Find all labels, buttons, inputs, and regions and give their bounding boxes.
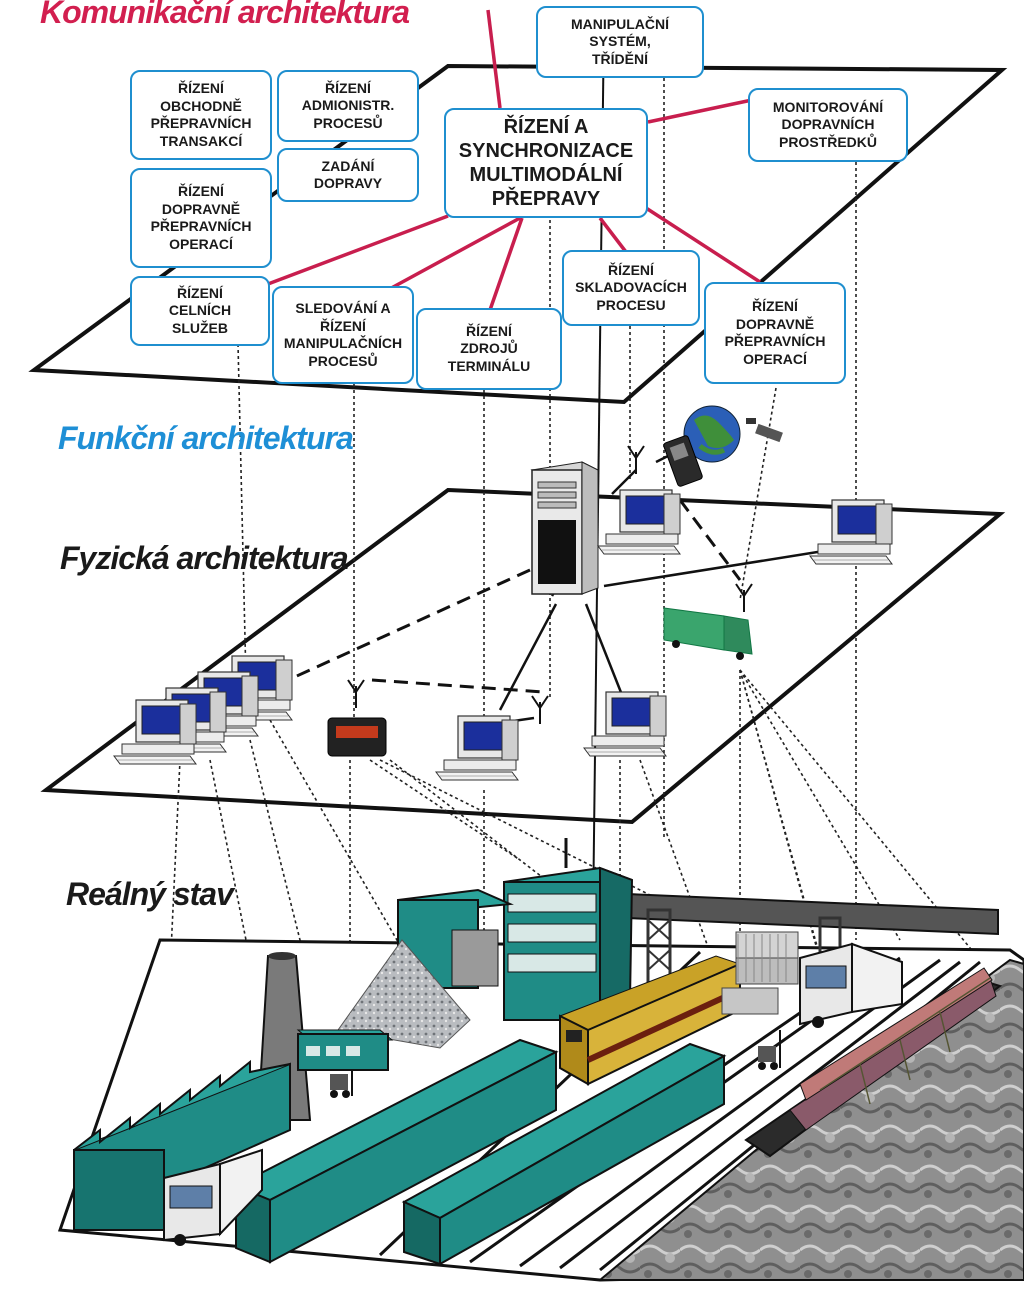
long-shed-1 [233, 1038, 559, 1264]
satellite-icon [746, 418, 783, 443]
box-terminal-resources: ŘÍZENÍ ZDROJŮ TERMINÁLU [416, 308, 562, 390]
computer-terminal-icon [809, 499, 893, 565]
antenna-icon [735, 583, 753, 613]
title-functional-architecture: Funkční architektura [58, 420, 354, 456]
box-commercial-transactions: ŘÍZENÍ OBCHODNĚ PŘEPRAVNÍCH TRANSAKCÍ [130, 70, 272, 160]
box-administrative-processes: ŘÍZENÍ ADMIONISTR. PROCESŮ [277, 70, 419, 142]
box-storage-processes: ŘÍZENÍ SKLADOVACÍCH PROCESU [562, 250, 700, 326]
box-transport-operations-left: ŘÍZENÍ DOPRAVNĚ PŘEPRAVNÍCH OPERACÍ [130, 168, 272, 268]
communication-plane [28, 63, 1008, 405]
wireless-links [287, 499, 742, 694]
container-stack [721, 931, 799, 1015]
pager-icon [327, 717, 387, 757]
site-office [296, 1029, 394, 1071]
box-transport-operations-right: ŘÍZENÍ DOPRAVNĚ PŘEPRAVNÍCH OPERACÍ [704, 282, 846, 384]
locomotive-icon [558, 955, 742, 1086]
communication-links [267, 9, 761, 311]
truck-icon [163, 1148, 263, 1246]
mobile-phone-icon [663, 435, 703, 487]
title-real-state: Reálný stav [66, 876, 234, 912]
forklift-icon [758, 1030, 781, 1070]
title-communication-architecture: Komunikační architektura [40, 0, 410, 30]
box-multimodal-synchronization: ŘÍZENÍ A SYNCHRONIZACE MULTIMODÁLNÍ PŘEP… [444, 108, 648, 218]
box-manipulation-system: MANIPULAČNÍ SYSTÉM, TŘÍDĚNÍ [536, 6, 704, 78]
computer-terminal-icon [435, 715, 519, 781]
antenna-icon [531, 695, 549, 725]
globe-icon [683, 405, 741, 463]
box-customs-services: ŘÍZENÍ CELNÍCH SLUŽEB [130, 276, 270, 346]
server-icon [530, 461, 600, 595]
long-shed-2 [401, 1042, 727, 1266]
title-physical-architecture: Fyzická architektura [60, 540, 349, 576]
box-transport-assignment: ZADÁNÍ DOPRAVY [277, 148, 419, 202]
forklift-icon [330, 1070, 353, 1098]
container-barge-icon [744, 967, 1003, 1158]
control-building [503, 838, 634, 1022]
antenna-icon [347, 679, 365, 709]
gravel-pile-icon [337, 939, 471, 1049]
computer-terminal-icon [597, 489, 681, 555]
truck-icon [663, 607, 753, 660]
truck-icon [799, 942, 903, 1028]
box-handling-tracking: SLEDOVÁNÍ A ŘÍZENÍ MANIPULAČNÍCH PROCESŮ [272, 286, 414, 384]
box-vehicle-monitoring: MONITOROVÁNÍ DOPRAVNÍCH PROSTŘEDKŮ [748, 88, 908, 162]
